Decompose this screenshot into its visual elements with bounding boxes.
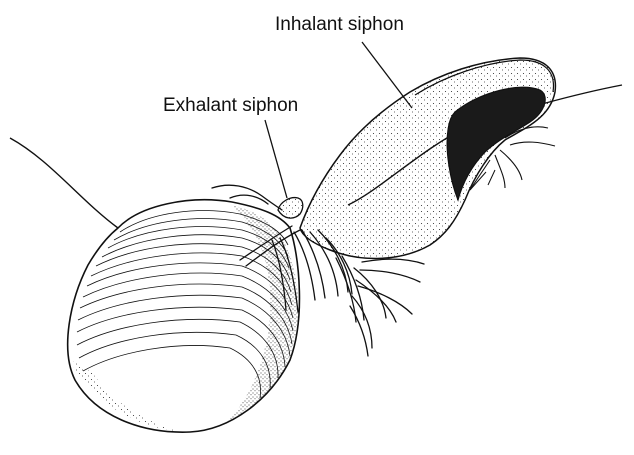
exhalant-siphon-label: Exhalant siphon xyxy=(163,95,298,116)
exhalant-siphon-tube xyxy=(278,198,303,218)
inhalant-leader-line xyxy=(362,42,412,108)
clam-shell xyxy=(68,200,300,432)
inhalant-siphon-tube xyxy=(300,58,555,258)
exhalant-leader-line xyxy=(265,120,287,198)
inhalant-siphon-label: Inhalant siphon xyxy=(275,14,404,35)
